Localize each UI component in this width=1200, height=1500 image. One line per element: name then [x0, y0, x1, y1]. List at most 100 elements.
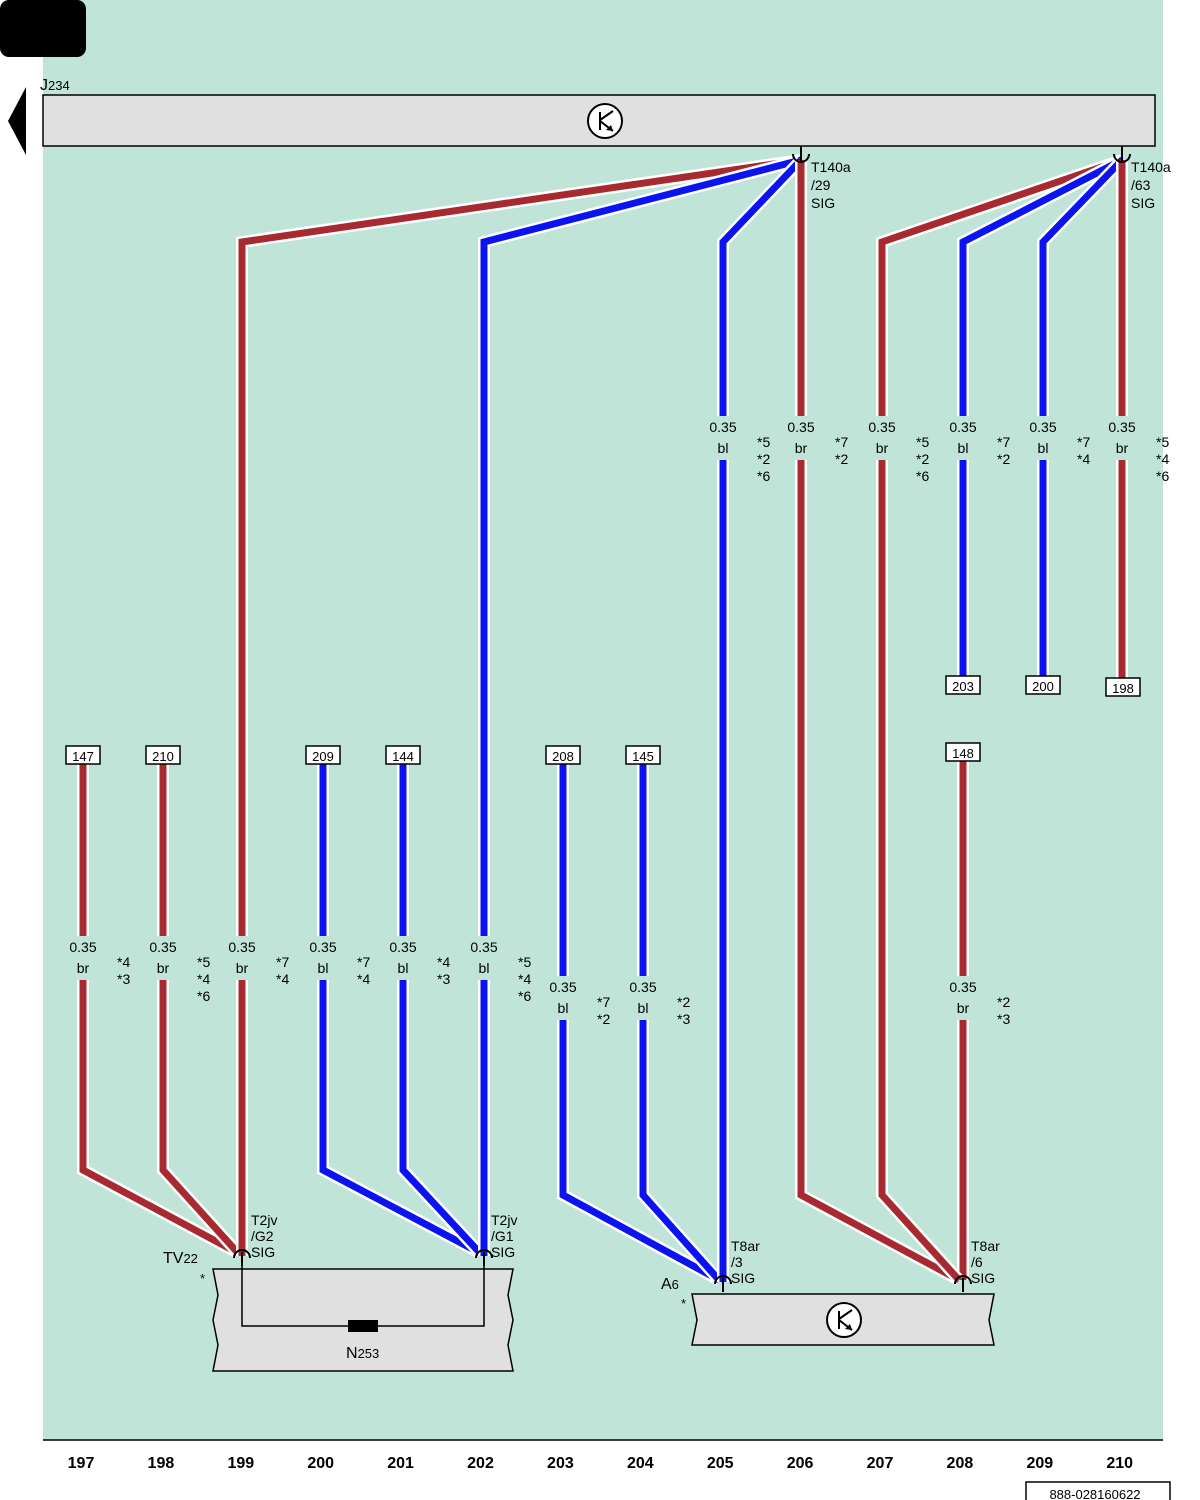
svg-text:210: 210 — [152, 749, 174, 764]
connector-t2jv-g1-label: T2jv /G1 SIG — [491, 1212, 521, 1260]
wire-label-backdrop — [862, 416, 902, 460]
wire-bl[interactable] — [559, 762, 721, 1284]
connector-t8ar-3-pin-icon — [714, 1275, 732, 1292]
wire-option-note: *7 — [1077, 434, 1090, 450]
ref-box-198[interactable]: 198 — [1105, 677, 1141, 697]
track-number: 202 — [467, 1455, 494, 1472]
page-badge — [0, 0, 86, 57]
connector-t8ar-3-label: T8ar /3 SIG — [731, 1238, 764, 1286]
wire-color-label: br — [157, 960, 170, 976]
track-number: 206 — [787, 1455, 814, 1472]
track-number: 204 — [627, 1455, 654, 1472]
wire-option-note: *2 — [835, 451, 848, 467]
ref-box-209[interactable]: 209 — [305, 745, 341, 765]
track-number: 210 — [1106, 1455, 1133, 1472]
track-number: 198 — [148, 1455, 175, 1472]
wire-gauge-label: 0.35 — [1029, 419, 1056, 435]
wire-gauge-label: 0.35 — [389, 939, 416, 955]
previous-page-arrow-icon[interactable] — [8, 87, 26, 155]
track-number: 199 — [227, 1455, 254, 1472]
transistor-icon — [826, 1302, 862, 1338]
wire-option-note: *7 — [276, 954, 289, 970]
wire-option-note: *5 — [757, 434, 770, 450]
wire-option-note: *3 — [997, 1011, 1010, 1027]
wire-option-note: *4 — [1077, 451, 1090, 467]
wire-gauge-label: 0.35 — [629, 979, 656, 995]
ref-box-200[interactable]: 200 — [1025, 675, 1061, 695]
ref-box-210[interactable]: 210 — [145, 745, 181, 765]
wire-gauge-label: 0.35 — [709, 419, 736, 435]
wire-bl[interactable] — [1039, 157, 1125, 677]
ref-box-148[interactable]: 148 — [945, 742, 981, 762]
wire-gauge-label: 0.35 — [69, 939, 96, 955]
wire-color-label: bl — [958, 440, 969, 456]
track-number: 208 — [947, 1455, 974, 1472]
wire-gauge-label: 0.35 — [949, 979, 976, 995]
wire-gauge-label: 0.35 — [149, 939, 176, 955]
wire-option-note: *7 — [835, 434, 848, 450]
wire-option-note: *6 — [757, 468, 770, 484]
transistor-icon — [587, 103, 623, 139]
wire-color-label: bl — [558, 1000, 569, 1016]
connector-t2jv-g2-pin-icon — [233, 1249, 251, 1266]
wire-gauge-label: 0.35 — [949, 419, 976, 435]
wire-option-note: *5 — [518, 954, 531, 970]
wire-gauge-label: 0.35 — [868, 419, 895, 435]
connector-t2jv-g2-label: T2jv /G2 SIG — [251, 1212, 281, 1260]
wire-color-label: br — [77, 960, 90, 976]
wire-option-note: *6 — [1156, 468, 1169, 484]
wire-option-note: *4 — [117, 954, 130, 970]
wire-color-label: br — [876, 440, 889, 456]
wire-option-note: *2 — [997, 994, 1010, 1010]
wire-gauge-label: 0.35 — [549, 979, 576, 995]
wire-option-note: *3 — [677, 1011, 690, 1027]
wire-br[interactable] — [79, 762, 240, 1257]
svg-text:209: 209 — [312, 749, 334, 764]
wire-label-backdrop — [464, 936, 504, 980]
wire-label-backdrop — [1102, 416, 1142, 460]
wire-option-note: *6 — [916, 468, 929, 484]
wire-option-note: *7 — [597, 994, 610, 1010]
wire-bl[interactable] — [959, 156, 1124, 677]
wire-color-label: bl — [1038, 440, 1049, 456]
resistor-icon — [348, 1320, 378, 1332]
ref-box-208[interactable]: 208 — [545, 745, 581, 765]
wire-label-backdrop — [63, 936, 103, 980]
wire-option-note: *6 — [518, 988, 531, 1004]
wire-br[interactable] — [797, 160, 961, 1284]
module-a6-label: A6 — [661, 1276, 679, 1293]
wire-bl[interactable] — [399, 762, 483, 1256]
wire-gauge-label: 0.35 — [470, 939, 497, 955]
svg-text:208: 208 — [552, 749, 574, 764]
wire-label-backdrop — [543, 976, 583, 1020]
ref-box-203[interactable]: 203 — [945, 675, 981, 695]
wire-label-backdrop — [383, 936, 423, 980]
wire-color-label: br — [236, 960, 249, 976]
wire-option-note: *2 — [757, 451, 770, 467]
wire-bl[interactable] — [319, 762, 482, 1257]
wire-option-note: *3 — [437, 971, 450, 987]
wire-br[interactable] — [159, 762, 241, 1256]
wire-bl[interactable] — [480, 156, 802, 1256]
wire-label-backdrop — [143, 936, 183, 980]
wire-bl[interactable] — [639, 762, 722, 1283]
wire-br[interactable] — [238, 156, 802, 1256]
module-j234-label: J234 — [40, 77, 70, 94]
svg-text:198: 198 — [1112, 681, 1134, 696]
wire-br[interactable] — [878, 156, 1124, 1283]
wire-label-layer: 0.35br*4*30.35br*5*4*60.35br*7*40.35bl*7… — [63, 416, 1169, 1027]
component-n253-label: N253 — [346, 1345, 379, 1362]
ref-box-147[interactable]: 147 — [65, 745, 101, 765]
wire-color-label: bl — [718, 440, 729, 456]
svg-text:145: 145 — [632, 749, 654, 764]
wire-bl[interactable] — [719, 157, 804, 1282]
wire-option-note: *4 — [357, 971, 370, 987]
ref-box-144[interactable]: 144 — [385, 745, 421, 765]
ref-box-145[interactable]: 145 — [625, 745, 661, 765]
connector-t2jv-g1-pin-icon — [475, 1249, 493, 1266]
wire-color-label: bl — [638, 1000, 649, 1016]
svg-text:203: 203 — [952, 679, 974, 694]
wire-label-backdrop — [303, 936, 343, 980]
connector-t8ar-6-label: T8ar /6 SIG — [971, 1238, 1004, 1286]
